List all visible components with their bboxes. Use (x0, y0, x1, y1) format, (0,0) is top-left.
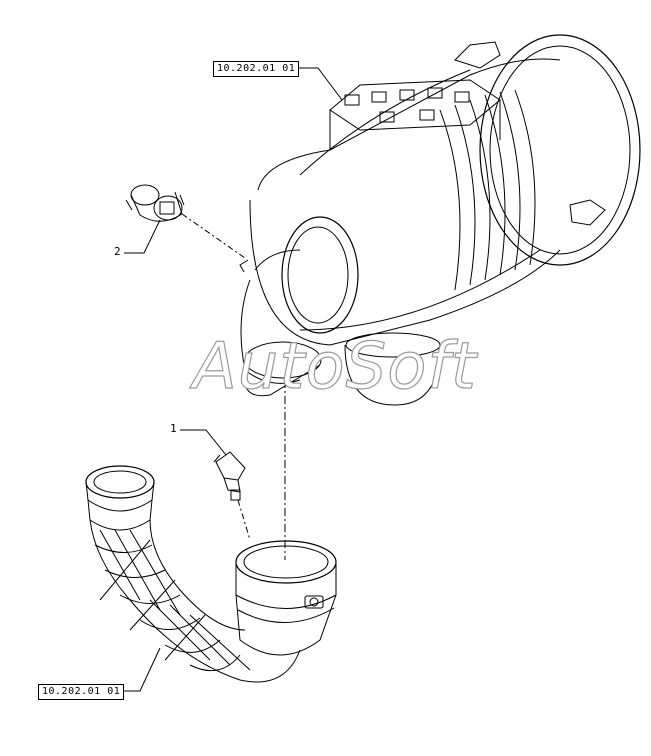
leader-line-ref-top (297, 67, 343, 101)
dash-line-1 (237, 499, 251, 541)
dash-line-2 (181, 213, 246, 259)
leader-line-1 (180, 429, 227, 456)
part-1-switch (213, 451, 246, 501)
intake-hose (85, 465, 337, 683)
leader-line-ref-bottom (122, 647, 161, 692)
air-filter-housing (239, 34, 641, 406)
reference-label-top[interactable]: 10.202.01 01 (213, 61, 300, 77)
part-2-indicator (125, 184, 185, 222)
callout-item-2: 2 (114, 245, 121, 258)
callout-item-1: 1 (170, 422, 177, 435)
reference-label-bottom[interactable]: 10.202.01 01 (38, 684, 125, 700)
leader-line-2 (124, 219, 161, 254)
